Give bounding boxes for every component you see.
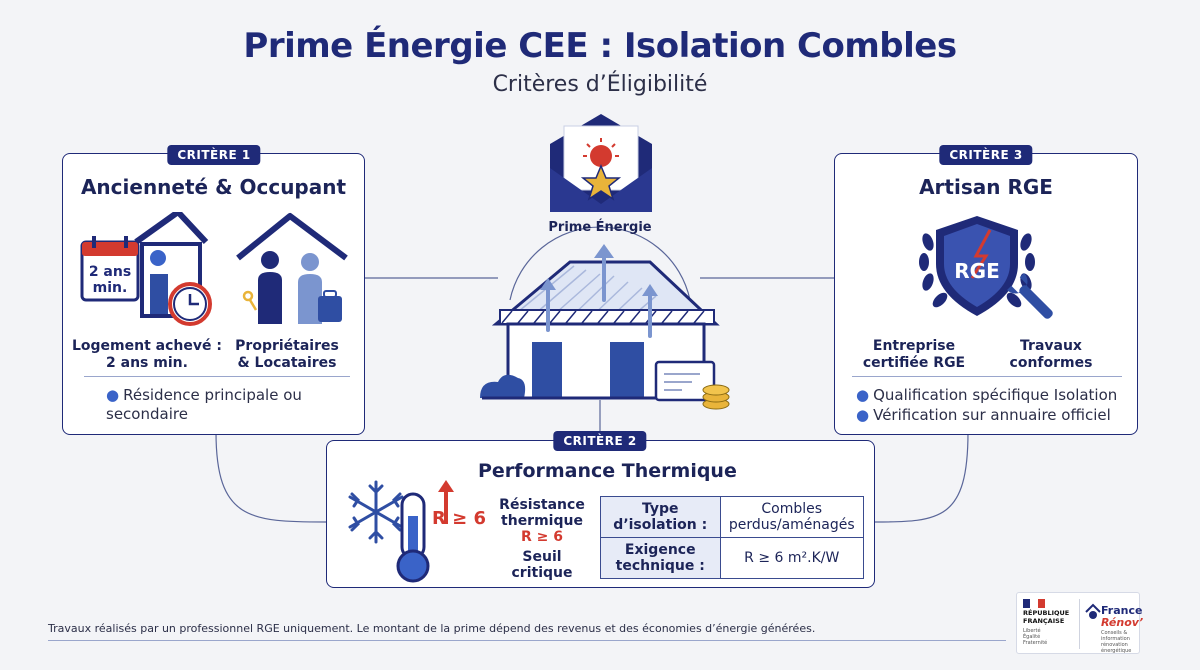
page-subtitle: Critères d’Éligibilité: [492, 72, 708, 97]
criterion-1-caption-left: Logement achevé :2 ans min.: [72, 338, 222, 371]
shield-rge-text: RGE: [954, 259, 999, 283]
page-title: Prime Énergie CEE : Isolation Combles: [243, 26, 957, 66]
seuil-label: Seuil critique: [511, 549, 573, 581]
criterion-3-bullet-2: ●Vérification sur annuaire officiel: [856, 406, 1111, 424]
rge-shield-icon: RGE: [919, 216, 1053, 319]
france-renov-house-icon: [1085, 603, 1101, 619]
footer-divider: [48, 640, 1006, 641]
criterion-1-badge: CRITÈRE 1: [167, 145, 261, 165]
prime-envelope-icon: [550, 114, 652, 212]
thermometer-snowflake-icon: R ≥ 6: [348, 480, 486, 583]
criterion-3-badge: CRITÈRE 3: [939, 145, 1033, 165]
criterion-1-title: Ancienneté & Occupant: [80, 175, 347, 199]
thermometer-r-label: R ≥ 6: [432, 508, 486, 529]
criterion-2-badge: CRITÈRE 2: [553, 431, 647, 451]
criterion-3-divider: [852, 376, 1122, 377]
calendar-line-2: min.: [93, 280, 128, 296]
house-calendar-clock-icon: 2 ans min.: [80, 212, 212, 326]
france-renov-logo: RÉPUBLIQUE FRANÇAISE Liberté Égalité Fra…: [1016, 592, 1143, 654]
criterion-1-caption-right: Propriétaires& Locataires: [235, 338, 339, 371]
footer-note: Travaux réalisés par un professionnel RG…: [48, 622, 816, 635]
owners-tenants-icon: [236, 213, 348, 324]
prime-energie-label: Prime Énergie: [548, 220, 652, 235]
table-value: R ≥ 6 m².K/W: [719, 537, 864, 579]
criterion-3-bullet-1: ●Qualification spécifique Isolation: [856, 386, 1118, 404]
insulated-house-icon: [480, 244, 730, 410]
criterion-2-title: Performance Thermique: [478, 460, 737, 482]
criterion-1-divider: [84, 376, 350, 377]
calendar-line-1: 2 ans: [89, 264, 131, 280]
criterion-1-bullet-1: ●Résidence principale ou secondaire: [106, 386, 302, 423]
resistance-label: Résistance thermique R ≥ 6: [499, 497, 585, 545]
marianne-flag-icon: [1023, 599, 1045, 608]
criterion-3-title: Artisan RGE: [919, 175, 1053, 199]
